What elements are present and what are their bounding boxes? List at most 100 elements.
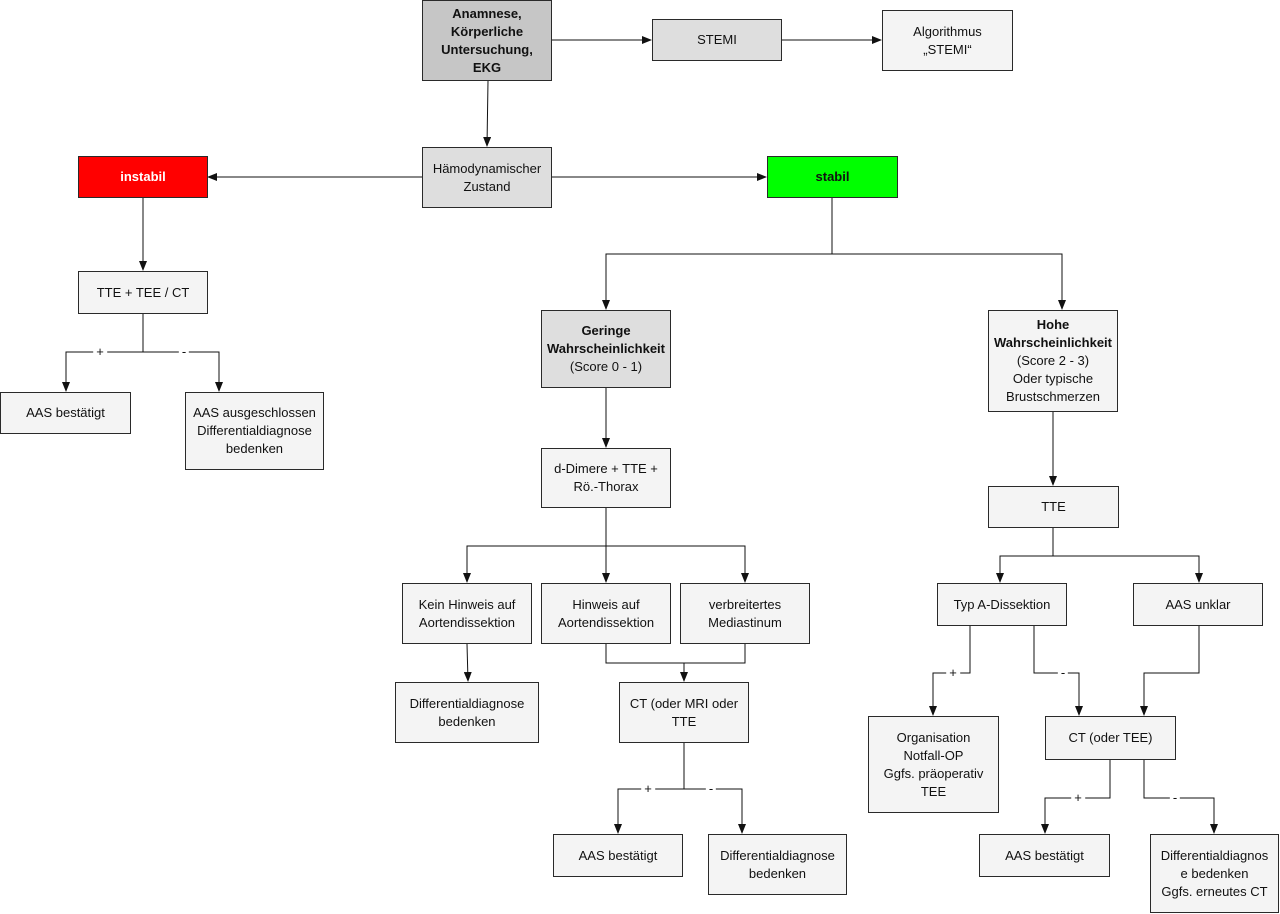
node-text-line: „STEMI“: [923, 41, 972, 57]
node-text-line: (Score 0 - 1): [569, 359, 643, 374]
edge-label-minus: -: [705, 782, 717, 796]
node-text-line: Typ A-Dissektion: [953, 596, 1051, 612]
edge-label-plus: +: [93, 345, 107, 359]
node-text-line: Ggfs. erneutes CT: [1161, 883, 1268, 899]
node-text-line: AAS bestätigt: [578, 847, 658, 863]
node-typ-a-dissektion: Typ A-Dissektion: [937, 583, 1067, 626]
node-text-line: EKG: [472, 59, 502, 75]
edge-plus-instabil: [62, 351, 143, 392]
edge-verbreitert-ct: [684, 644, 746, 664]
edge-aas-unklar-ct: [1140, 626, 1200, 716]
node-text-line: instabil: [120, 169, 166, 184]
node-text-line: Differentialdiagnose: [197, 423, 312, 438]
node-ct-oder-tee: CT (oder TEE): [1045, 716, 1176, 760]
node-text-line: Organisation: [896, 729, 971, 745]
node-instabil: instabil: [78, 156, 208, 198]
node-text-line: Hinweis auf: [572, 596, 640, 612]
edge-tte-split: [996, 528, 1054, 583]
edge-anamnese-haemodynamik: [483, 80, 492, 147]
edge-label-plus: +: [641, 782, 655, 796]
node-text-line: AAS bestätigt: [1005, 847, 1084, 863]
node-differentialdiagnose: Differentialdiagnose bedenken: [395, 682, 539, 743]
edge-hinweis-ct: [605, 644, 688, 682]
node-text-line: TTE + TEE / CT: [96, 284, 190, 300]
node-text-line: Mediastinum: [708, 614, 782, 630]
node-text-line: STEMI: [697, 32, 737, 47]
node-text-line: Untersuchung,: [441, 41, 533, 57]
node-stemi: STEMI: [652, 19, 782, 61]
node-text-line: Wahrscheinlichkeit: [547, 341, 665, 356]
node-ddimere: d-Dimere + TTE + Rö.-Thorax: [541, 448, 671, 508]
node-text-line: CT (oder MRI oder: [629, 695, 739, 711]
node-text-line: bedenken: [225, 441, 284, 456]
edge-stabil-hohe: [832, 253, 1066, 310]
node-text-line: Geringe: [581, 323, 631, 338]
node-text-line: Differentialdiagnos: [1160, 847, 1269, 863]
node-text-line: Hohe: [1036, 317, 1070, 332]
node-text-line: bedenken: [748, 865, 807, 881]
edge-label-plus: +: [946, 666, 960, 680]
node-text-line: Ggfs. präoperativ: [883, 765, 984, 781]
node-text-line: Hämodynamischer: [432, 160, 542, 176]
node-text-line: verbreitertes: [708, 596, 782, 612]
edge-typ-a-minus: [1033, 626, 1083, 716]
node-text-line: bedenken: [438, 713, 496, 729]
edge-ddimere-verbreitert: [606, 545, 749, 583]
node-aas-unklar: AAS unklar: [1133, 583, 1263, 626]
node-text-line: Kein Hinweis auf: [418, 596, 516, 612]
node-text-line: Differentialdiagnose: [409, 695, 525, 711]
node-algorithmus-stemi: Algorithmus „STEMI“: [882, 10, 1013, 71]
node-text-line: Brustschmerzen: [1006, 389, 1100, 404]
node-tte: TTE: [988, 486, 1119, 528]
node-text-line: Anamnese,: [452, 5, 522, 21]
edge-kein-hinweis-diff: [463, 643, 472, 682]
node-text-line: Rö.-Thorax: [573, 479, 639, 494]
node-text-line: AAS ausgeschlossen: [193, 405, 316, 420]
node-text-line: Oder typische: [1012, 371, 1094, 386]
edge-minus-instabil: [143, 351, 223, 392]
node-differentialdiagnose: Differentialdiagnose bedenken: [708, 834, 847, 895]
node-text-line: Wahrscheinlichkeit: [994, 335, 1112, 350]
edge-label-plus: +: [1071, 791, 1085, 805]
node-text-line: AAS unklar: [1165, 596, 1231, 612]
edge-plus-geringe: [614, 788, 684, 834]
node-text-line: Notfall-OP: [903, 747, 964, 763]
node-aas-bestaetigt: AAS bestätigt: [979, 834, 1110, 877]
node-text-line: stabil: [815, 169, 850, 184]
node-aas-bestaetigt: AAS bestätigt: [553, 834, 683, 877]
node-tte-tee-ct: TTE + TEE / CT: [78, 271, 208, 314]
node-text-line: (Score 2 - 3): [1016, 353, 1090, 368]
node-text-line: TEE: [920, 783, 947, 799]
node-text-line: Körperliche: [450, 23, 524, 39]
node-text-line: CT (oder TEE): [1068, 730, 1153, 745]
node-stabil: stabil: [767, 156, 898, 198]
edge-ddimere-split: [463, 508, 607, 583]
node-text-line: Differentialdiagnose: [720, 847, 835, 863]
edge-label-minus: -: [1169, 791, 1181, 805]
node-text-line: Aortendissektion: [557, 614, 655, 630]
node-text-line: Aortendissektion: [418, 614, 516, 630]
edge-tte-aas-unklar: [1053, 555, 1203, 583]
node-text-line: Algorithmus: [913, 23, 982, 39]
node-text-line: AAS bestätigt: [26, 405, 105, 420]
edge-label-minus: -: [178, 345, 190, 359]
node-aas-bestaetigt: AAS bestätigt: [0, 392, 131, 434]
edge-label-minus: -: [1057, 666, 1069, 680]
node-text-line: TTE: [671, 713, 697, 729]
node-text-line: d-Dimere + TTE +: [554, 461, 658, 476]
edge-split-stabil: [602, 198, 833, 310]
node-text-line: e bedenken: [1180, 865, 1249, 881]
edge-minus-geringe: [684, 788, 746, 834]
node-text-line: Zustand: [463, 178, 511, 194]
